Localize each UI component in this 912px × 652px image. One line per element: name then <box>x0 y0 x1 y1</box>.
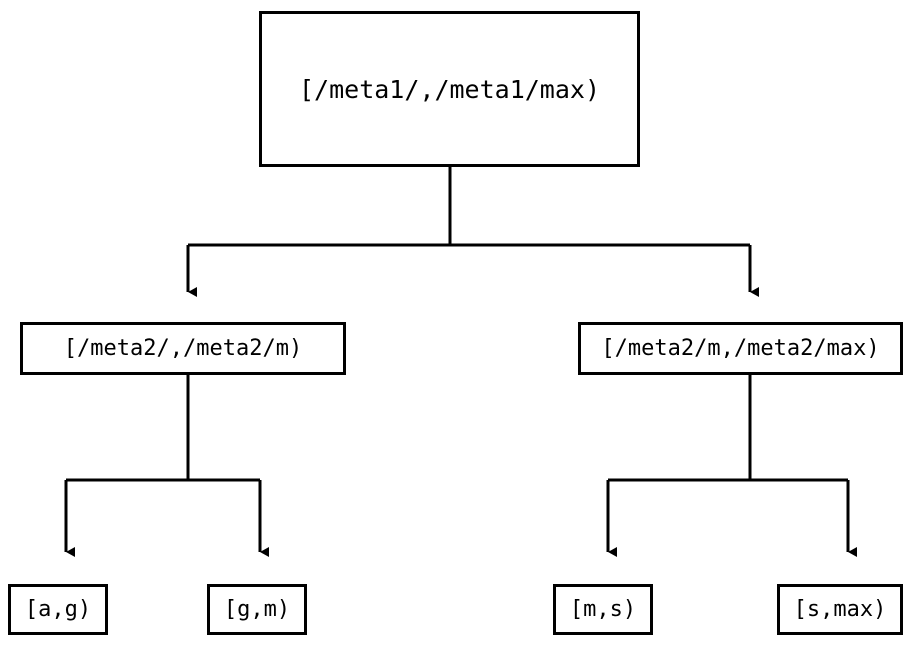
node-mid-right-label: [/meta2/m,/meta2/max) <box>601 335 880 361</box>
node-leaf-ag[interactable]: [a,g) <box>8 584 108 635</box>
node-leaf-ag-label: [a,g) <box>24 596 92 622</box>
node-leaf-smax[interactable]: [s,max) <box>777 584 903 635</box>
node-leaf-ms[interactable]: [m,s) <box>553 584 653 635</box>
node-leaf-ms-label: [m,s) <box>569 596 637 622</box>
node-leaf-gm-label: [g,m) <box>223 596 291 622</box>
node-mid-left-label: [/meta2/,/meta2/m) <box>63 335 303 361</box>
node-mid-left[interactable]: [/meta2/,/meta2/m) <box>20 322 346 375</box>
node-root-label: [/meta1/,/meta1/max) <box>298 74 601 104</box>
node-leaf-gm[interactable]: [g,m) <box>207 584 307 635</box>
node-leaf-smax-label: [s,max) <box>793 596 887 622</box>
node-root[interactable]: [/meta1/,/meta1/max) <box>259 11 640 167</box>
node-mid-right[interactable]: [/meta2/m,/meta2/max) <box>578 322 903 375</box>
